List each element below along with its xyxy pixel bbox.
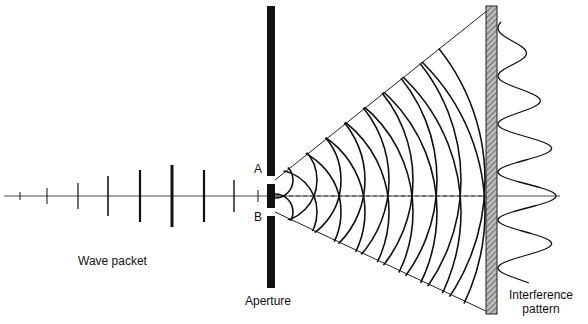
- wavefront-arc: [209, 146, 341, 278]
- slit-label: B: [254, 210, 262, 224]
- aperture-segment: [267, 184, 275, 208]
- aperture-segment: [267, 216, 275, 288]
- wavefront-arc: [257, 162, 293, 198]
- wavefront-arc: [185, 90, 365, 270]
- aperture-bar: [267, 6, 275, 288]
- wavefront-arc: [89, 26, 461, 324]
- interference-curve: [498, 22, 556, 283]
- wavefront-arc: [209, 114, 341, 246]
- wavefront-arc: [89, 0, 461, 324]
- wavefront-line: [47, 188, 48, 204]
- wavefront-line: [77, 183, 78, 209]
- wavefront-arc: [233, 138, 317, 222]
- wavefront-line: [258, 190, 259, 202]
- screen: [486, 6, 497, 314]
- wavefront-arc: [113, 18, 437, 324]
- wavefront-arc: [161, 66, 389, 294]
- part-label: Aperture: [245, 294, 291, 308]
- part-label: Wave packet: [78, 254, 147, 268]
- wavefronts: [65, 0, 485, 324]
- wavefront-line: [20, 192, 21, 200]
- wavefront-arc: [185, 122, 365, 302]
- wavefront-line: [233, 180, 234, 212]
- wavefront-line: [107, 176, 109, 216]
- slit-label: A: [254, 162, 262, 176]
- wavefront-line: [139, 170, 141, 222]
- wavefront-arc: [113, 50, 437, 324]
- wavefront-arc: [161, 98, 389, 324]
- wavefront-arc: [137, 42, 413, 318]
- cone-edge: [275, 212, 488, 312]
- wave-packet: [20, 165, 258, 227]
- center-line: [275, 196, 488, 197]
- wavefront-line: [171, 165, 174, 227]
- wavefront-arc: [65, 0, 485, 324]
- aperture-segment: [267, 6, 275, 176]
- part-label: Interference pattern: [500, 288, 582, 317]
- wavefront-arc: [233, 170, 317, 254]
- wavefront-arc: [65, 2, 485, 324]
- wavefront-arc: [257, 194, 293, 230]
- wavefront-arc: [137, 74, 413, 324]
- wavefront-line: [203, 170, 205, 222]
